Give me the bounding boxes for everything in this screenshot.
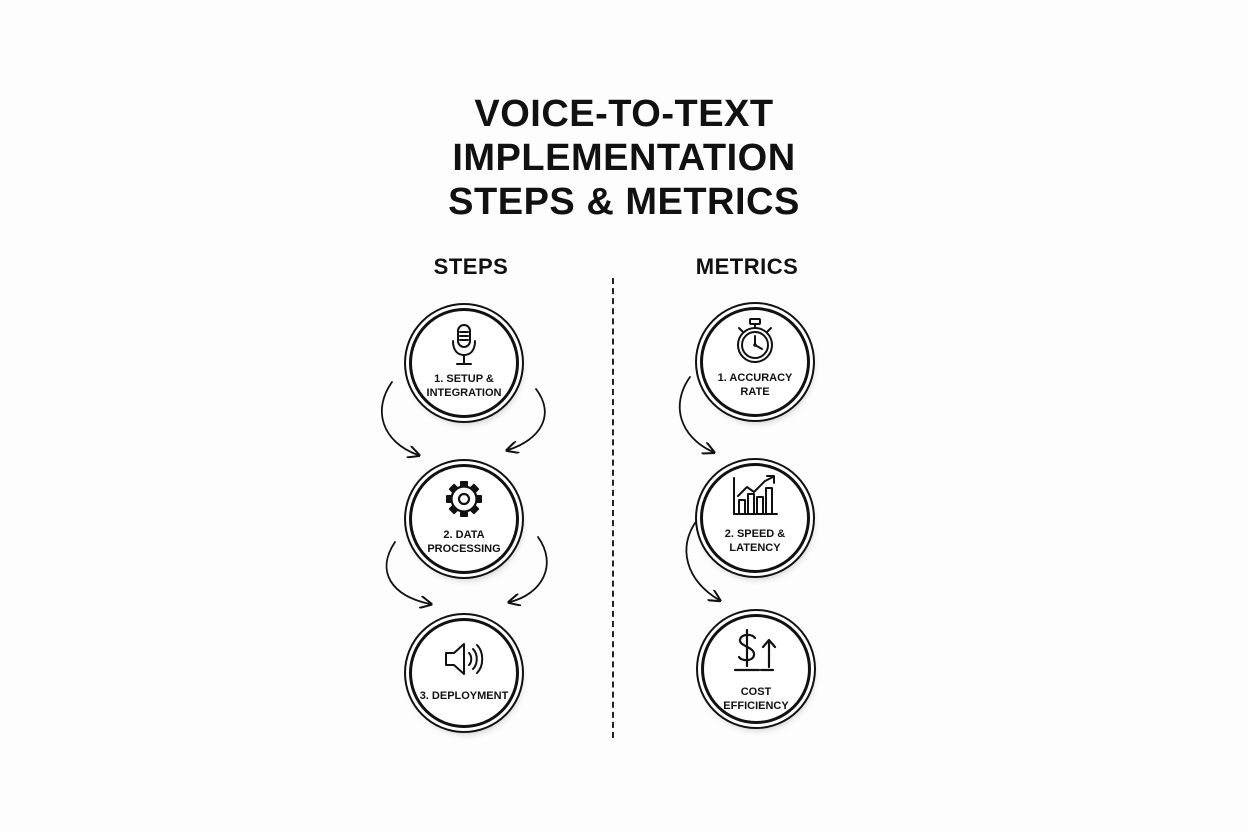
arrow-metric2 bbox=[685, 519, 719, 600]
metric-node-cost-efficiency: COST EFFICIENCY bbox=[701, 614, 811, 724]
step-label-setup-integration: 1. SETUP & INTEGRATION bbox=[426, 373, 502, 399]
step-label-deployment: 3. DEPLOYMENT bbox=[419, 690, 509, 702]
speaker-icon bbox=[445, 643, 484, 675]
step-node-deployment: 3. DEPLOYMENT bbox=[409, 618, 519, 728]
arrow-step1-right bbox=[508, 388, 546, 450]
dollar-up-arrow-icon bbox=[733, 628, 777, 672]
metric-label-speed-latency: 2. SPEED & LATENCY bbox=[724, 528, 786, 554]
arrow-step2-right bbox=[510, 536, 548, 602]
gear-icon bbox=[446, 481, 482, 517]
title-line-2: IMPLEMENTATION bbox=[452, 137, 796, 179]
stopwatch-icon bbox=[737, 318, 773, 363]
arrow-metric1 bbox=[678, 376, 713, 452]
diagram-title: VOICE-TO-TEXT IMPLEMENTATION STEPS & MET… bbox=[0, 92, 1248, 224]
title-line-1: VOICE-TO-TEXT bbox=[474, 93, 774, 135]
microphone-icon bbox=[452, 324, 476, 365]
metric-label-accuracy-rate: 1. ACCURACY RATE bbox=[717, 372, 793, 398]
arrow-step2-left bbox=[385, 541, 430, 604]
step-node-setup-integration: 1. SETUP & INTEGRATION bbox=[409, 308, 519, 418]
step-node-data-processing: 2. DATA PROCESSING bbox=[409, 464, 519, 574]
metric-node-speed-latency: 2. SPEED & LATENCY bbox=[700, 463, 810, 573]
step-label-data-processing: 2. DATA PROCESSING bbox=[427, 529, 501, 555]
metric-node-accuracy-rate: 1. ACCURACY RATE bbox=[700, 307, 810, 417]
metric-label-cost-efficiency: COST EFFICIENCY bbox=[723, 686, 789, 712]
title-line-3: STEPS & METRICS bbox=[448, 181, 800, 223]
bar-chart-up-icon bbox=[733, 475, 778, 515]
metrics-heading: METRICS bbox=[695, 254, 799, 279]
column-divider bbox=[612, 278, 614, 738]
arrow-step1-left bbox=[380, 381, 418, 455]
steps-heading: STEPS bbox=[433, 254, 509, 279]
